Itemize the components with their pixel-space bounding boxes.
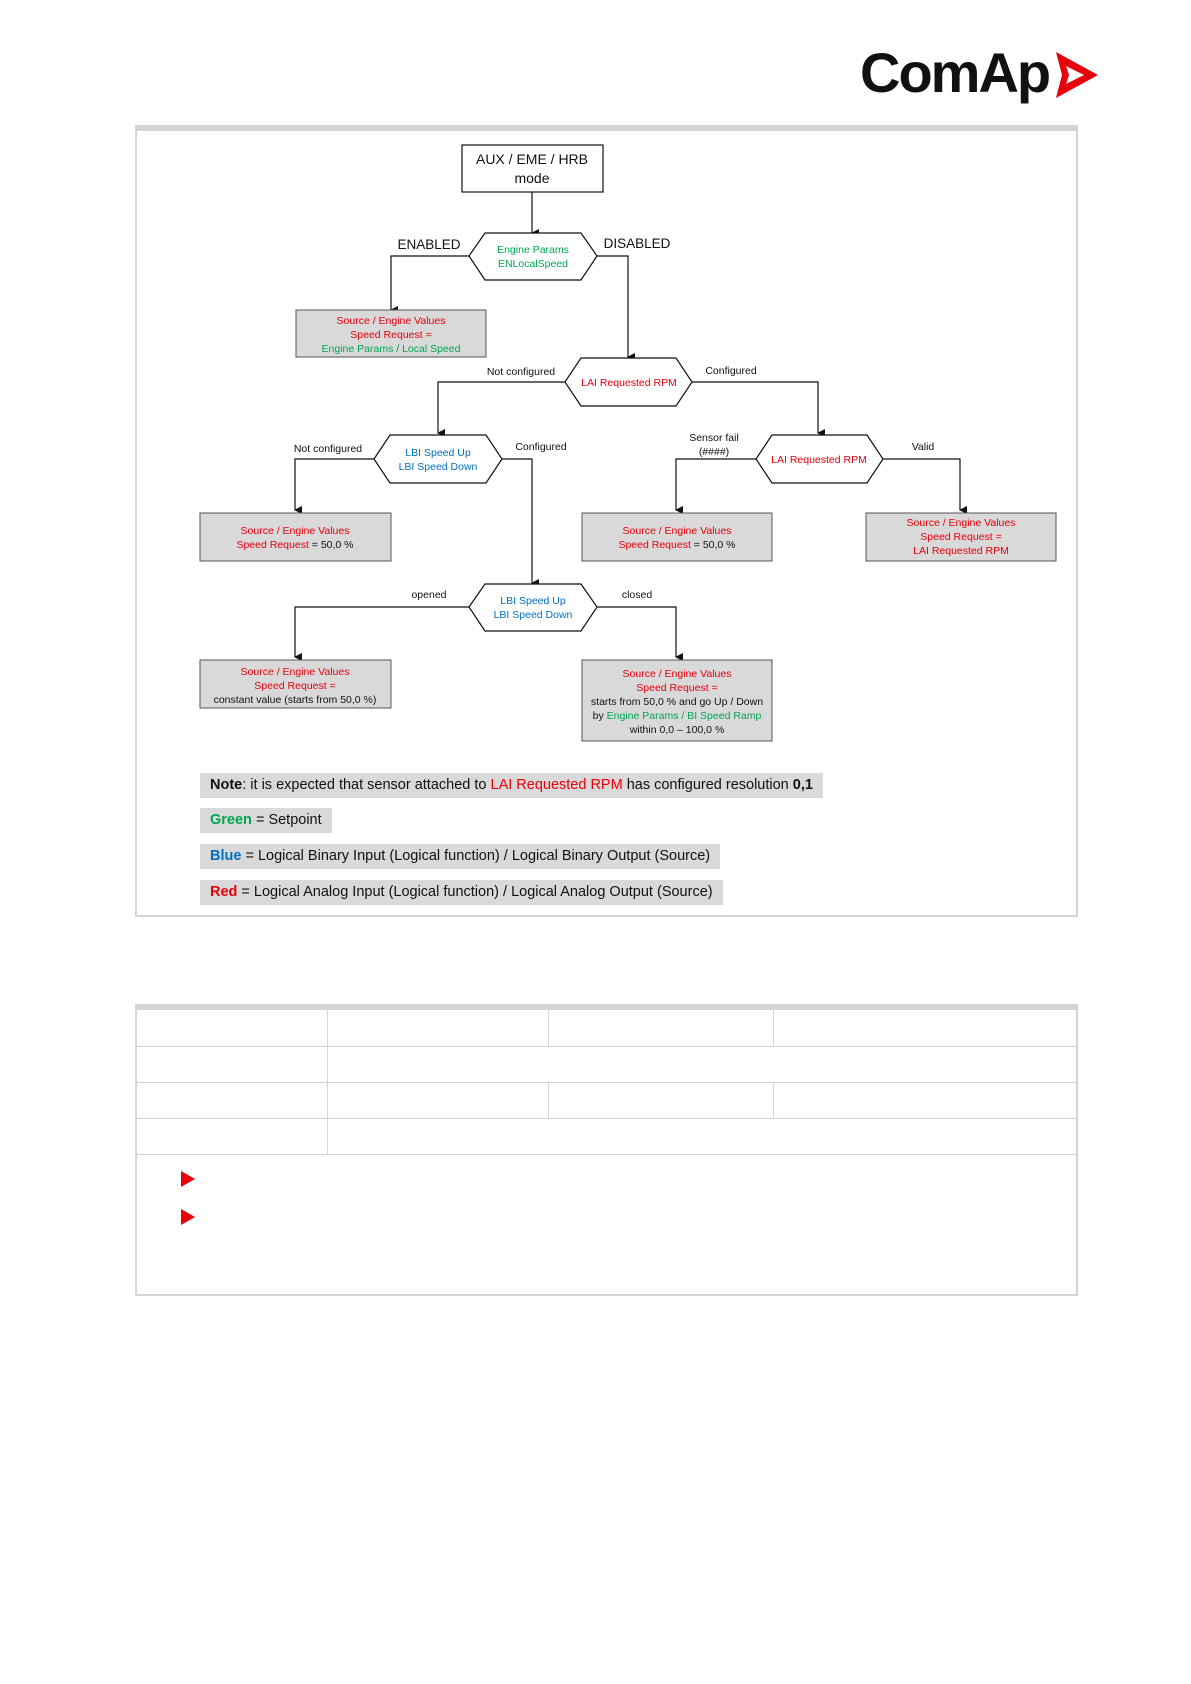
decision-lbi-2-line2: LBI Speed Down (494, 609, 573, 621)
label-disabled: DISABLED (604, 236, 671, 251)
label-valid: Valid (912, 441, 935, 453)
decision-lbi-1-line2: LBI Speed Down (399, 461, 478, 473)
box-ramp-line1: Source / Engine Values (623, 668, 732, 680)
legend-green-text: = Setpoint (251, 812, 322, 828)
decision-local-speed-line2: ENLocalSpeed (498, 258, 568, 270)
label-sensor-fail-code: (####) (699, 446, 729, 458)
table-divider (773, 1082, 774, 1118)
note-label: Note (210, 777, 243, 793)
note-value: 0,1 (792, 777, 813, 793)
label-not-configured-1: Not configured (487, 366, 555, 378)
bullet-arrow-icon (181, 1209, 195, 1225)
box-local-line3: Engine Params / Local Speed (322, 343, 461, 355)
box-ramp-line5: within 0,0 – 100,0 % (629, 724, 725, 736)
decision-lbi-2-line1: LBI Speed Up (500, 595, 566, 607)
box-ramp-line4a: by (593, 710, 607, 722)
start-line1: AUX / EME / HRB (476, 151, 588, 167)
comap-logo: ComAp (860, 38, 1110, 108)
box-ramp-line4b: Engine Params / BI Speed Ramp (607, 710, 762, 722)
box-lai-line2: Speed Request = (920, 531, 1001, 543)
legend-note: Note: it is expected that sensor attache… (200, 773, 823, 798)
table-divider (137, 1118, 1076, 1119)
table-divider (773, 1010, 774, 1046)
table-divider (548, 1010, 549, 1046)
legend-blue: Blue = Logical Binary Input (Logical fun… (200, 844, 721, 869)
svg-text:Speed Request = 50,0 %: Speed Request = 50,0 % (618, 539, 735, 551)
box-local-speed: Source / Engine Values Speed Request = E… (295, 309, 487, 358)
box-50-mid-line1: Source / Engine Values (623, 525, 732, 537)
box-ramp-line2: Speed Request = (636, 682, 717, 694)
box-50-mid-line2b: = 50,0 % (691, 539, 736, 551)
bullet-arrow-icon (181, 1171, 195, 1187)
legend-red-label: Red (210, 884, 238, 900)
box-speed-ramp: Source / Engine Values Speed Request = s… (581, 659, 773, 742)
note-highlight: LAI Requested RPM (490, 777, 623, 793)
svg-text:Speed Request = 50,0 %: Speed Request = 50,0 % (236, 539, 353, 551)
label-configured-1: Configured (705, 365, 757, 377)
table-divider (327, 1010, 328, 1154)
legend-green: Green = Setpoint (200, 808, 332, 833)
box-lai-requested-rpm: Source / Engine Values Speed Request = L… (865, 512, 1057, 562)
legend-red-text: = Logical Analog Input (Logical function… (237, 884, 713, 900)
box-const-line1: Source / Engine Values (241, 666, 350, 678)
decision-local-speed: Engine Params ENLocalSpeed (468, 232, 598, 281)
label-closed: closed (622, 589, 653, 601)
legend-red: Red = Logical Analog Input (Logical func… (200, 880, 723, 905)
decision-lai-2-text: LAI Requested RPM (771, 454, 867, 466)
decision-local-speed-line1: Engine Params (497, 244, 569, 256)
box-lai-line1: Source / Engine Values (907, 517, 1016, 529)
decision-lai-requested-rpm-1: LAI Requested RPM (564, 357, 693, 407)
decision-lbi-2: LBI Speed Up LBI Speed Down (468, 583, 598, 632)
box-constant-value: Source / Engine Values Speed Request = c… (199, 659, 392, 709)
connectors (294, 192, 967, 661)
box-speed-50-mid: Source / Engine Values Speed Request = 5… (581, 512, 773, 562)
table-divider (548, 1082, 549, 1118)
decision-lai-1-text: LAI Requested RPM (581, 377, 677, 389)
label-sensor-fail: Sensor fail (689, 432, 739, 444)
legend-blue-text: = Logical Binary Input (Logical function… (241, 848, 711, 864)
decision-lai-requested-rpm-2: LAI Requested RPM (755, 434, 884, 484)
box-50-mid-line2a: Speed Request (618, 539, 690, 551)
decision-lbi-1-line1: LBI Speed Up (405, 447, 471, 459)
box-const-line2: Speed Request = (254, 680, 335, 692)
table-divider (137, 1082, 1076, 1083)
box-speed-50-left: Source / Engine Values Speed Request = 5… (199, 512, 392, 562)
box-ramp-line3: starts from 50,0 % and go Up / Down (591, 696, 763, 708)
table-divider (137, 1046, 1076, 1047)
legend-blue-label: Blue (210, 848, 242, 864)
box-local-line1: Source / Engine Values (337, 315, 446, 327)
decision-lbi-1: LBI Speed Up LBI Speed Down (373, 434, 503, 484)
box-local-line2: Speed Request = (350, 329, 431, 341)
logo-arrow-icon (1056, 52, 1098, 98)
box-50-left-line2a: Speed Request (236, 539, 308, 551)
box-const-line3: constant value (starts from 50,0 %) (214, 694, 377, 706)
table-divider (137, 1154, 1076, 1155)
label-configured-2: Configured (515, 441, 567, 453)
box-50-left-line1: Source / Engine Values (241, 525, 350, 537)
box-50-left-line2b: = 50,0 % (309, 539, 354, 551)
start-line2: mode (514, 170, 549, 186)
start-mode-box: AUX / EME / HRB mode (461, 144, 604, 193)
diagram-frame (135, 125, 1078, 917)
label-enabled: ENABLED (397, 237, 460, 252)
logo-text: ComAp (860, 41, 1051, 104)
parameter-table (135, 1004, 1078, 1296)
box-lai-line3: LAI Requested RPM (913, 545, 1009, 557)
note-text2: has configured resolution (622, 777, 793, 793)
label-not-configured-2: Not configured (294, 443, 362, 455)
legend-green-label: Green (210, 812, 252, 828)
label-opened: opened (411, 589, 446, 601)
note-text1: : it is expected that sensor attached to (242, 777, 491, 793)
svg-text:by Engine Params / BI Speed Ra: by Engine Params / BI Speed Ramp (593, 710, 762, 722)
